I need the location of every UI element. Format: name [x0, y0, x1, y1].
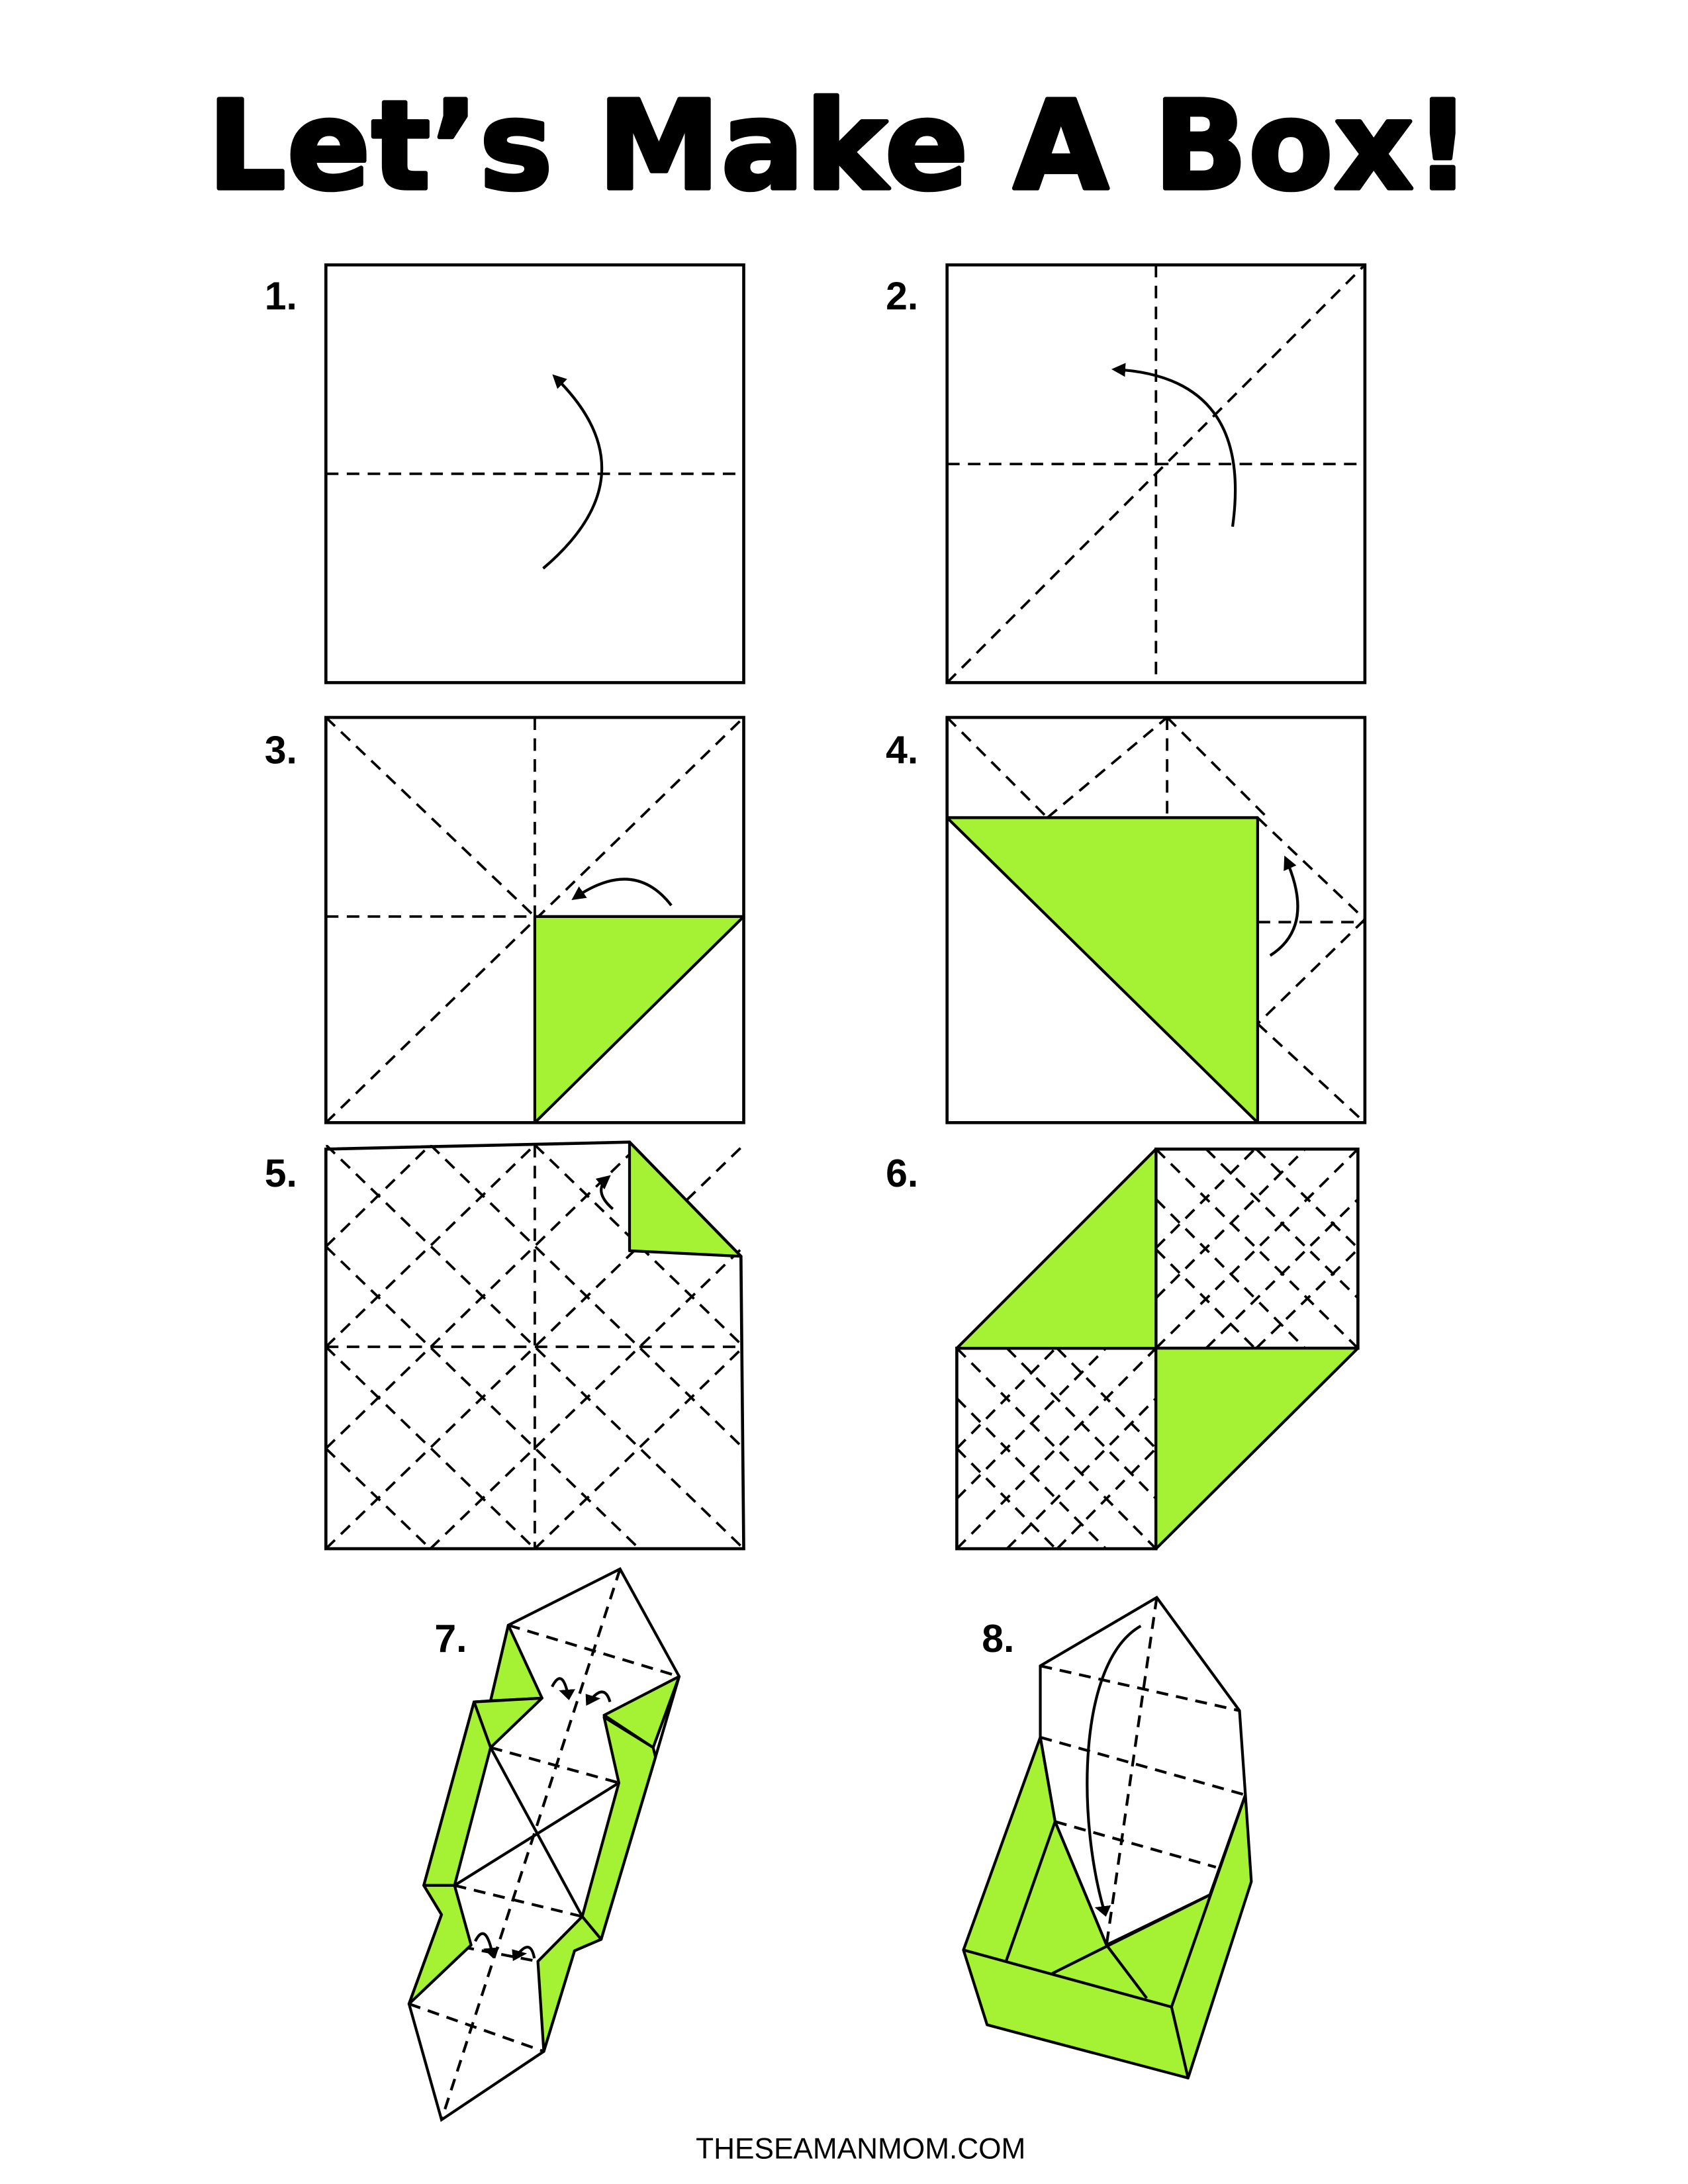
step-8 — [963, 1598, 1251, 2078]
fold-arrow-icon — [512, 1947, 534, 1961]
step-number: 2. — [886, 275, 918, 318]
fold-arrow-icon — [1087, 1626, 1141, 1917]
page-title: Let’s Make A Box! — [208, 75, 1472, 218]
fold-arrow-icon — [552, 1678, 574, 1700]
fold-arrow-icon — [1111, 363, 1237, 527]
fold-arrow-icon — [571, 878, 673, 907]
website-footer: THESEAMANMOM.COM — [696, 2133, 1025, 2165]
step-4: 4. — [886, 715, 1367, 1124]
folded-flap — [945, 816, 1259, 1124]
fold-arrow-icon — [542, 374, 604, 570]
step-number: 3. — [265, 729, 297, 772]
step-7 — [409, 1569, 679, 2120]
step-number: 1. — [265, 275, 297, 318]
step-6: 6. — [886, 1147, 1360, 1551]
step-5: 5. — [265, 1140, 745, 1551]
step-number: 7. — [434, 1617, 467, 1661]
folded-flap — [1154, 1347, 1360, 1551]
step-1: 1. — [265, 263, 745, 684]
step-2: 2. — [886, 263, 1367, 684]
step-number: 4. — [886, 729, 918, 772]
step-3: 3. — [265, 715, 745, 1124]
fold-arrow-icon — [586, 1692, 610, 1706]
fold-arrow-icon — [595, 1175, 614, 1210]
step-number: 8. — [982, 1617, 1014, 1661]
fold-arrow-icon — [475, 1934, 498, 1958]
fold-arrow-icon — [1269, 855, 1299, 957]
step-number: 6. — [886, 1152, 918, 1195]
step-number: 5. — [265, 1152, 297, 1195]
folded-corner — [628, 1140, 743, 1258]
folded-flap — [533, 915, 745, 1124]
folded-flap — [955, 1148, 1158, 1350]
